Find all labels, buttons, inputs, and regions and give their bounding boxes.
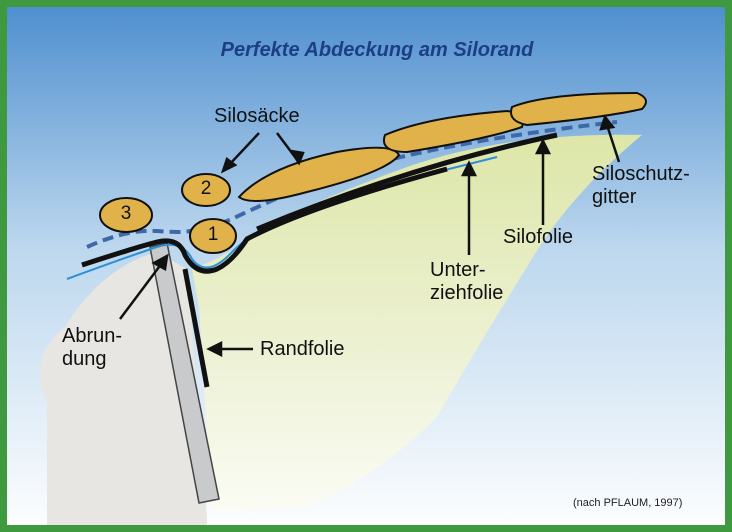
- label-abrundung-line1: Abrun-: [62, 325, 123, 347]
- bag-1: [189, 218, 237, 254]
- label-unterziehfolie-line1: Unter-: [430, 259, 486, 281]
- silo-wall: [149, 242, 220, 504]
- label-abrundung: Abrun- dung: [62, 325, 122, 371]
- silage-mass: [192, 134, 642, 512]
- silo-bag-slope-3: [510, 91, 647, 127]
- randfolie-line: [182, 268, 210, 388]
- bag-3: [99, 197, 153, 233]
- bag-2: [181, 173, 231, 207]
- silo-bag-slope-1: [237, 146, 401, 202]
- label-silosaecke: Silosäcke: [214, 105, 300, 127]
- bag-number-1: 1: [207, 224, 219, 245]
- label-unterziehfolie: Unter- ziehfolie: [430, 259, 503, 305]
- label-unterziehfolie-line2: ziehfolie: [430, 282, 504, 304]
- bag-number-2: 2: [200, 178, 212, 199]
- label-silofolie: Silofolie: [503, 226, 574, 248]
- bag-number-3: 3: [120, 203, 132, 224]
- label-siloschutzgitter-line2: gitter: [592, 186, 637, 208]
- silo-bag-slope-2: [383, 109, 524, 154]
- source-credit: (nach PFLAUM, 1997): [573, 497, 683, 509]
- label-randfolie: Randfolie: [260, 338, 345, 360]
- siloschutzgitter-line: [86, 120, 618, 249]
- label-siloschutzgitter: Siloschutz- gitter: [592, 163, 690, 209]
- silofolie-main: [81, 166, 448, 274]
- silofolie-upper: [256, 132, 558, 232]
- label-abrundung-line2: dung: [62, 348, 107, 370]
- annotation-arrows: [119, 114, 621, 358]
- diagram-title: Perfekte Abdeckung am Silorand: [220, 39, 534, 61]
- label-siloschutzgitter-line1: Siloschutz-: [592, 163, 690, 185]
- silo-diagram: [7, 7, 725, 525]
